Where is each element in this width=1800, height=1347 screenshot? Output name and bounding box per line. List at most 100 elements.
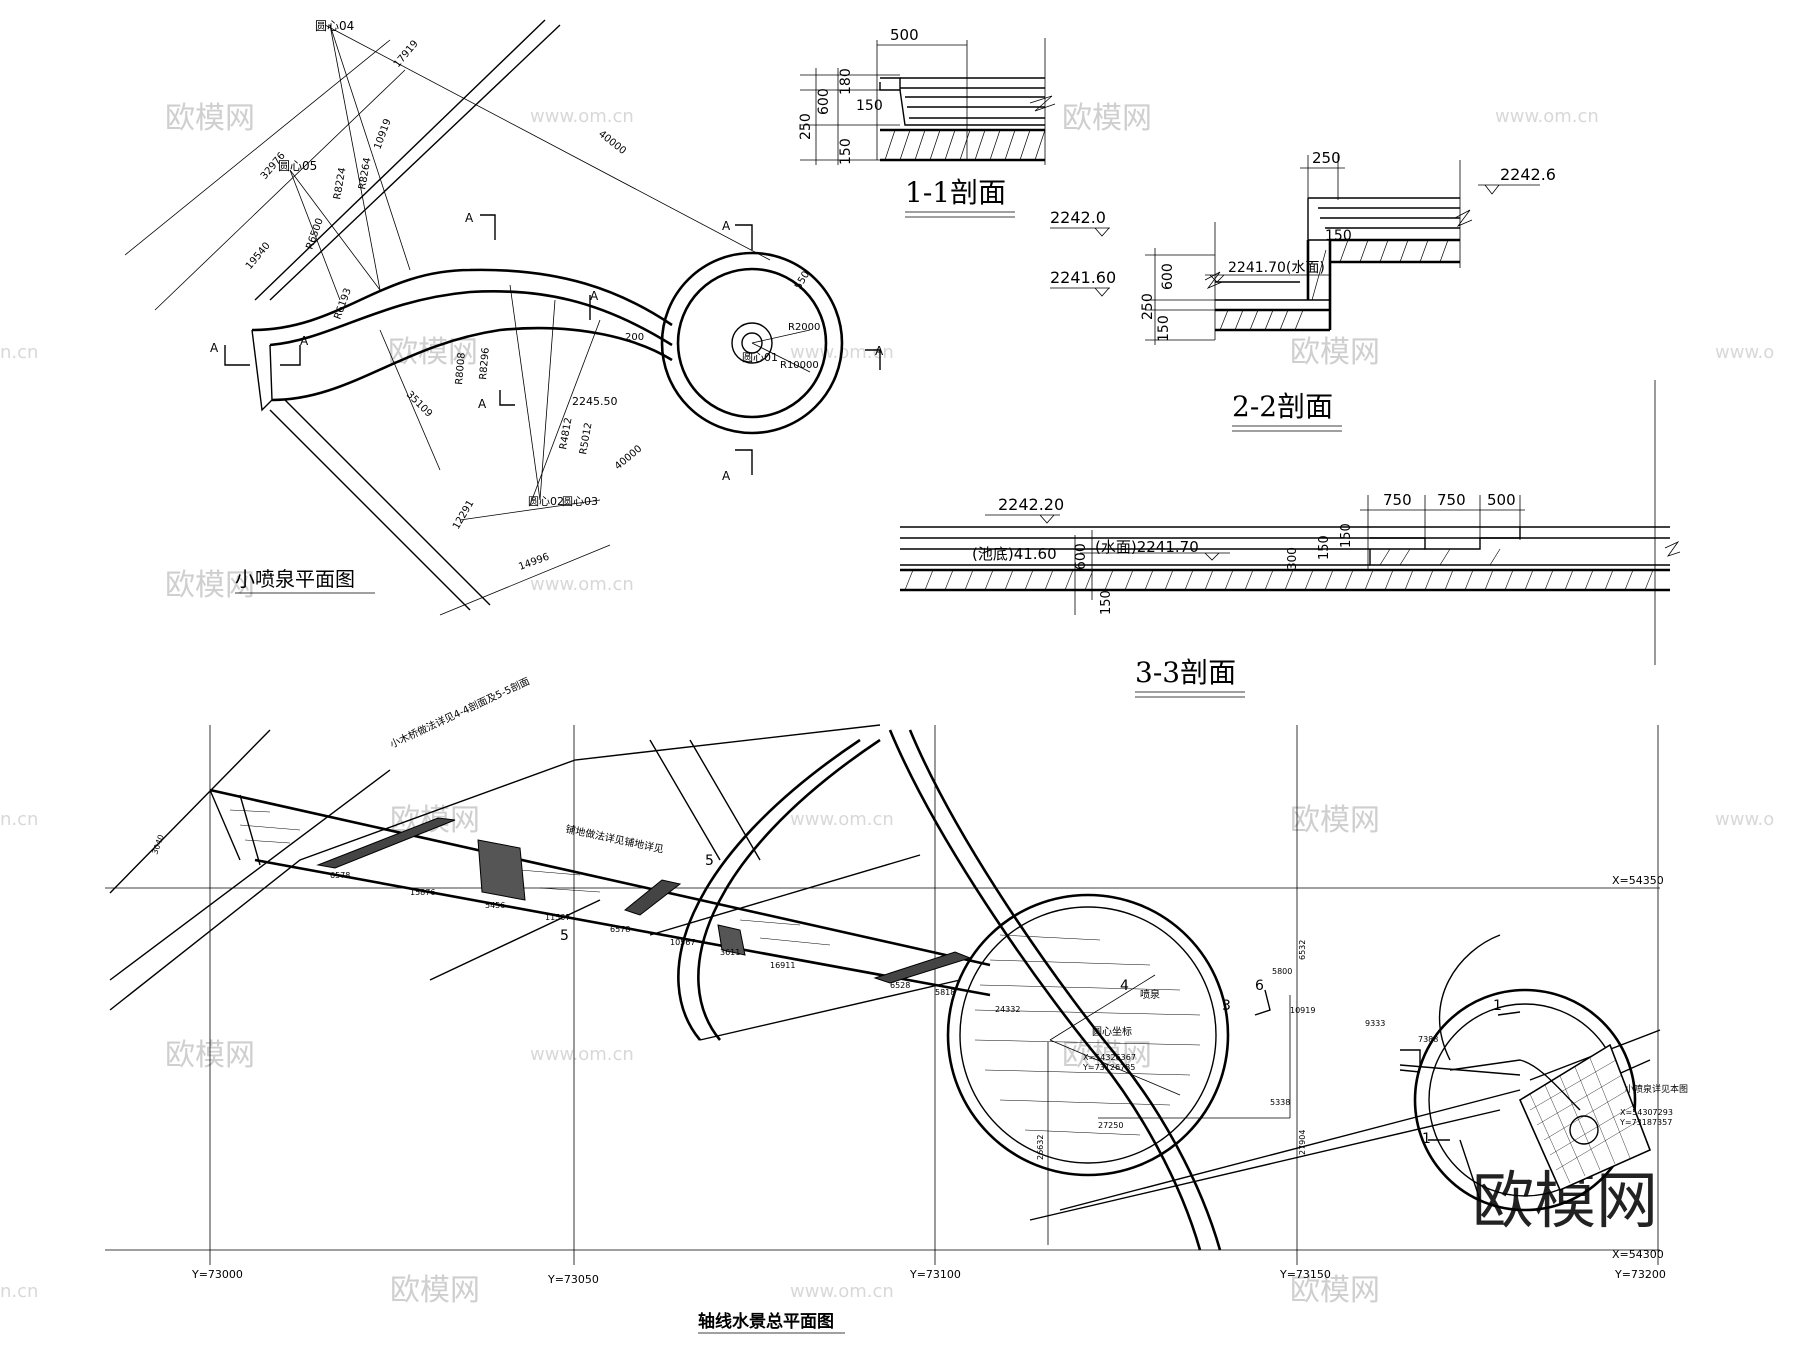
dim-label: 150 <box>1325 228 1352 244</box>
dim-label: R4812 <box>558 417 574 451</box>
watermark-brand: 欧模网 <box>390 1273 480 1308</box>
section-3-3: 750 750 500 <box>900 380 1681 698</box>
center-label: 圆心02 <box>528 495 564 508</box>
coordinate-label: Y=73187357 <box>1619 1118 1672 1127</box>
dim-label: 14996 <box>517 552 551 573</box>
elevation-label: (池底)41.60 <box>972 545 1057 563</box>
section-1-1: 500 180 600 150 250 150 1-1剖面 <box>798 26 1056 218</box>
section-marker: 5 <box>705 853 714 869</box>
dim-label: 16911 <box>770 961 795 970</box>
elevation-label: 2245.50 <box>572 395 618 408</box>
dim-label: 40000 <box>596 129 628 157</box>
watermark-brand: 欧模网 <box>1290 1273 1380 1308</box>
watermark-brand: 欧模网 <box>165 568 255 603</box>
dim-label: 300 <box>1285 547 1299 570</box>
dim-label: 150 <box>838 138 854 165</box>
section-title: 2-2剖面 <box>1232 390 1333 423</box>
dim-label: 5456 <box>485 901 505 910</box>
watermark-layer: 欧模网 www.om.cn 欧模网 www.om.cn n.cn 欧模网 www… <box>0 101 1774 1308</box>
note-label: 小木桥做法详见4-4剖面及5-5剖面 <box>388 674 532 750</box>
dim-label: 15876 <box>410 888 435 897</box>
tile-grid <box>1529 1057 1641 1184</box>
master-plan: Y=73000 Y=73050 Y=73100 Y=73150 Y=73200 … <box>105 674 1688 1334</box>
elevation-label: (水面)2241.70 <box>1095 538 1199 556</box>
dim-label: R2000 <box>788 322 820 333</box>
section-marker: 1 <box>1493 998 1502 1014</box>
axis-y-label: Y=73050 <box>547 1273 599 1286</box>
watermark-brand: 欧模网 <box>1062 101 1152 136</box>
dim-label: 150 <box>1099 590 1114 615</box>
center-label: 圆心01 <box>742 351 778 364</box>
elevation-label: 2241.70(水面) <box>1228 260 1325 276</box>
watermark-brand: 欧模网 <box>1290 335 1380 370</box>
dim-label: 9333 <box>1365 1019 1385 1028</box>
center-label: 圆心05 <box>278 159 317 173</box>
cut-label: A <box>210 341 219 355</box>
dim-label: 250 <box>1312 149 1341 167</box>
dim-label: 500 <box>890 26 919 44</box>
coordinate-label: Y=73126785 <box>1082 1063 1135 1072</box>
watermark-brand: 欧模网 <box>1290 803 1380 838</box>
dim-label: 150 <box>1339 523 1354 548</box>
section-title: 1-1剖面 <box>905 176 1006 209</box>
dim-label: 600 <box>816 88 832 115</box>
plan-title: 小喷泉平面图 <box>235 567 355 591</box>
axis-y-label: Y=73200 <box>1614 1268 1666 1281</box>
watermark-site: www.om.cn <box>790 1281 894 1302</box>
cut-label: A <box>722 469 731 483</box>
coordinate-label: X=54326367 <box>1083 1053 1136 1062</box>
section-marker: 6 <box>1255 978 1264 994</box>
axis-x-label: X=54300 <box>1612 1248 1664 1261</box>
watermark-brand: 欧模网 <box>165 101 255 136</box>
elevation-label: 2242.20 <box>998 495 1064 514</box>
coordinate-label: X=54307293 <box>1620 1108 1673 1117</box>
dim-label: 150 <box>1156 315 1172 342</box>
watermark-partial: www.o <box>1715 342 1774 363</box>
water-texture <box>974 934 1201 1136</box>
section-marker: 3 <box>1222 998 1231 1014</box>
dim-label: R8296 <box>478 347 492 380</box>
note-label: 圆心坐标 <box>1092 1026 1132 1038</box>
dim-label: R8008 <box>454 352 468 385</box>
watermark-site: www.om.cn <box>790 809 894 830</box>
note-label: 喷泉 <box>1140 988 1160 1001</box>
cut-label: A <box>722 219 731 233</box>
dim-label: 3040 <box>150 833 165 855</box>
dim-label: R10000 <box>780 360 819 371</box>
watermark-site: www.om.cn <box>530 574 634 595</box>
dim-label: 7388 <box>1418 1035 1438 1044</box>
hatch-1-1 <box>884 129 1046 161</box>
elevation-label: 2242.6 <box>1500 165 1556 184</box>
dim-label: 200 <box>625 332 644 343</box>
dim-label: 180 <box>838 68 854 95</box>
dim-label: 27904 <box>1298 1130 1307 1155</box>
dim-label: 5818 <box>935 988 955 997</box>
elevation-label: 2241.60 <box>1050 268 1116 287</box>
plan-title: 轴线水景总平面图 <box>698 1311 834 1332</box>
center-label: 圆心04 <box>315 19 354 33</box>
cut-label: A <box>590 289 599 303</box>
hatch-3-3 <box>904 548 1654 591</box>
dim-label: 35109 <box>404 389 434 419</box>
dim-label: 12291 <box>451 498 476 531</box>
dim-label: 10567 <box>670 938 695 947</box>
dim-label: 5800 <box>1272 967 1292 976</box>
dim-label: 24332 <box>995 1005 1020 1014</box>
cut-label: A <box>478 397 487 411</box>
dim-label: 250 <box>1140 293 1156 320</box>
dim-label: 150 <box>1317 535 1332 560</box>
section-marker: 5 <box>560 928 569 944</box>
dim-label: 750 <box>1437 491 1466 509</box>
watermark-partial: n.cn <box>0 809 38 830</box>
watermark-site: www.om.cn <box>530 1044 634 1065</box>
section-title: 3-3剖面 <box>1135 656 1236 689</box>
dim-label: 26632 <box>1036 1135 1045 1160</box>
cut-label: A <box>465 211 474 225</box>
dim-label: 40000 <box>613 443 644 472</box>
watermark-site: www.om.cn <box>1495 106 1599 127</box>
elevation-label: 2242.0 <box>1050 208 1106 227</box>
axis-y-label: Y=73100 <box>909 1268 961 1281</box>
dim-label: 6528 <box>890 981 910 990</box>
dim-label: R5012 <box>578 422 594 456</box>
